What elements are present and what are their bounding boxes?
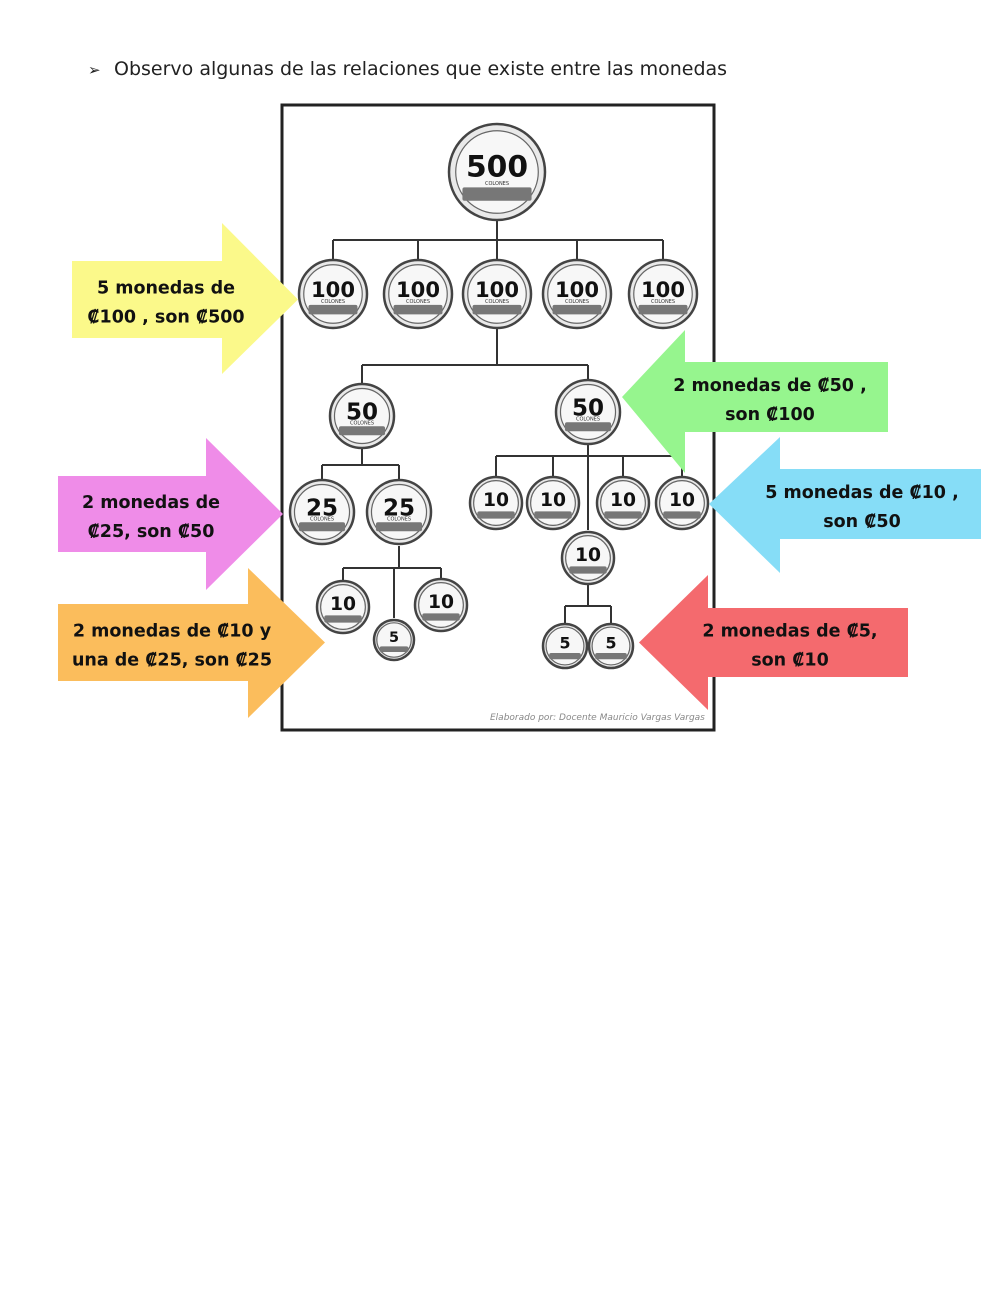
callout-arrow-shape bbox=[72, 223, 298, 374]
coin-value-label: 25 bbox=[383, 495, 415, 521]
coin-value-label: 5 bbox=[605, 633, 616, 652]
callout-line-2: ₡25, son ₡50 bbox=[88, 522, 215, 542]
coin-value-label: 100 bbox=[475, 277, 519, 302]
coin-value-label: 10 bbox=[669, 490, 695, 511]
callout-line-1: 2 monedas de ₡50 , bbox=[673, 376, 866, 396]
coin-caption: COLONES bbox=[651, 299, 675, 305]
callout-arrow-4: 5 monedas de ₡10 , son ₡50 bbox=[709, 437, 981, 573]
coin-value-label: 100 bbox=[311, 277, 355, 302]
coin-caption: COLONES bbox=[310, 517, 334, 523]
callout-arrow-2: 2 monedas de ₡50 , son ₡100 bbox=[622, 330, 888, 473]
callout-arrow-3: 2 monedas de ₡25, son ₡50 bbox=[58, 438, 283, 590]
coin-value-label: 500 bbox=[466, 149, 528, 184]
callout-line-2: son ₡100 bbox=[725, 405, 815, 425]
callout-arrow-1: 5 monedas de ₡100 , son ₡500 bbox=[72, 223, 298, 374]
callout-line-2: ₡100 , son ₡500 bbox=[87, 308, 244, 328]
bullet-arrow-icon: ➢ bbox=[88, 61, 101, 79]
callouts-layer: 5 monedas de ₡100 , son ₡500 2 monedas de … bbox=[58, 223, 981, 718]
coin-caption: COLONES bbox=[321, 299, 345, 305]
callout-line-1: 2 monedas de ₡5, bbox=[702, 622, 877, 642]
callout-arrow-6: 2 monedas de ₡5, son ₡10 bbox=[639, 575, 908, 710]
coin-caption: COLONES bbox=[576, 417, 600, 423]
coin-value-label: 5 bbox=[559, 633, 570, 652]
callout-arrow-shape bbox=[58, 438, 283, 590]
instruction-line: ➢ Observo algunas de las relaciones que e… bbox=[88, 58, 727, 80]
coin-10: 10 bbox=[595, 475, 651, 531]
callout-line-2: son ₡50 bbox=[823, 512, 901, 532]
coin-5: 5 bbox=[541, 622, 589, 670]
callout-line-1: 5 monedas de ₡10 , bbox=[765, 483, 958, 503]
coin-caption: COLONES bbox=[485, 299, 509, 305]
coin-5: 5 bbox=[372, 618, 416, 662]
coin-10: 10 bbox=[315, 579, 371, 635]
callout-line-2: son ₡10 bbox=[751, 651, 829, 671]
coin-5: 5 bbox=[587, 622, 635, 670]
callout-arrow-shape bbox=[622, 330, 888, 473]
coin-caption: COLONES bbox=[387, 517, 411, 523]
coin-10: 10 bbox=[413, 577, 469, 633]
coin-caption: COLONES bbox=[350, 421, 374, 427]
coins-layer: 500COLONES100COLONES100COLONES100COLONES… bbox=[288, 122, 710, 670]
callout-line-1: 5 monedas de bbox=[97, 279, 235, 299]
coin-value-label: 25 bbox=[306, 495, 338, 521]
callout-arrow-shape bbox=[709, 437, 981, 573]
coin-10: 10 bbox=[654, 475, 710, 531]
coin-value-label: 10 bbox=[540, 490, 566, 511]
callout-arrow-shape bbox=[58, 568, 325, 718]
coin-value-label: 50 bbox=[346, 399, 378, 425]
coin-value-label: 100 bbox=[641, 277, 685, 302]
callout-line-1: 2 monedas de ₡10 y bbox=[73, 622, 272, 642]
coin-caption: COLONES bbox=[565, 299, 589, 305]
coin-10: 10 bbox=[468, 475, 524, 531]
callout-arrow-5: 2 monedas de ₡10 y una de ₡25, son ₡25 bbox=[58, 568, 325, 718]
coin-value-label: 10 bbox=[610, 490, 636, 511]
coin-caption: COLONES bbox=[485, 181, 509, 187]
callout-line-1: 2 monedas de bbox=[82, 493, 220, 513]
coin-value-label: 10 bbox=[575, 545, 601, 566]
coin-value-label: 5 bbox=[389, 630, 399, 646]
callout-line-2: una de ₡25, son ₡25 bbox=[72, 651, 272, 671]
callout-arrow-shape bbox=[639, 575, 908, 710]
coin-value-label: 10 bbox=[483, 490, 509, 511]
instruction-text: Observo algunas de las relaciones que ex… bbox=[114, 58, 728, 80]
coin-value-label: 10 bbox=[330, 594, 356, 615]
coin-10: 10 bbox=[525, 475, 581, 531]
tree-connectors bbox=[321, 205, 683, 624]
coin-value-label: 50 bbox=[572, 395, 604, 421]
coin-10: 10 bbox=[560, 530, 616, 586]
coin-value-label: 100 bbox=[396, 277, 440, 302]
coin-value-label: 10 bbox=[428, 592, 454, 613]
coin-value-label: 100 bbox=[555, 277, 599, 302]
coin-caption: COLONES bbox=[406, 299, 430, 305]
author-credit: Elaborado por: Docente Mauricio Vargas V… bbox=[490, 713, 705, 723]
